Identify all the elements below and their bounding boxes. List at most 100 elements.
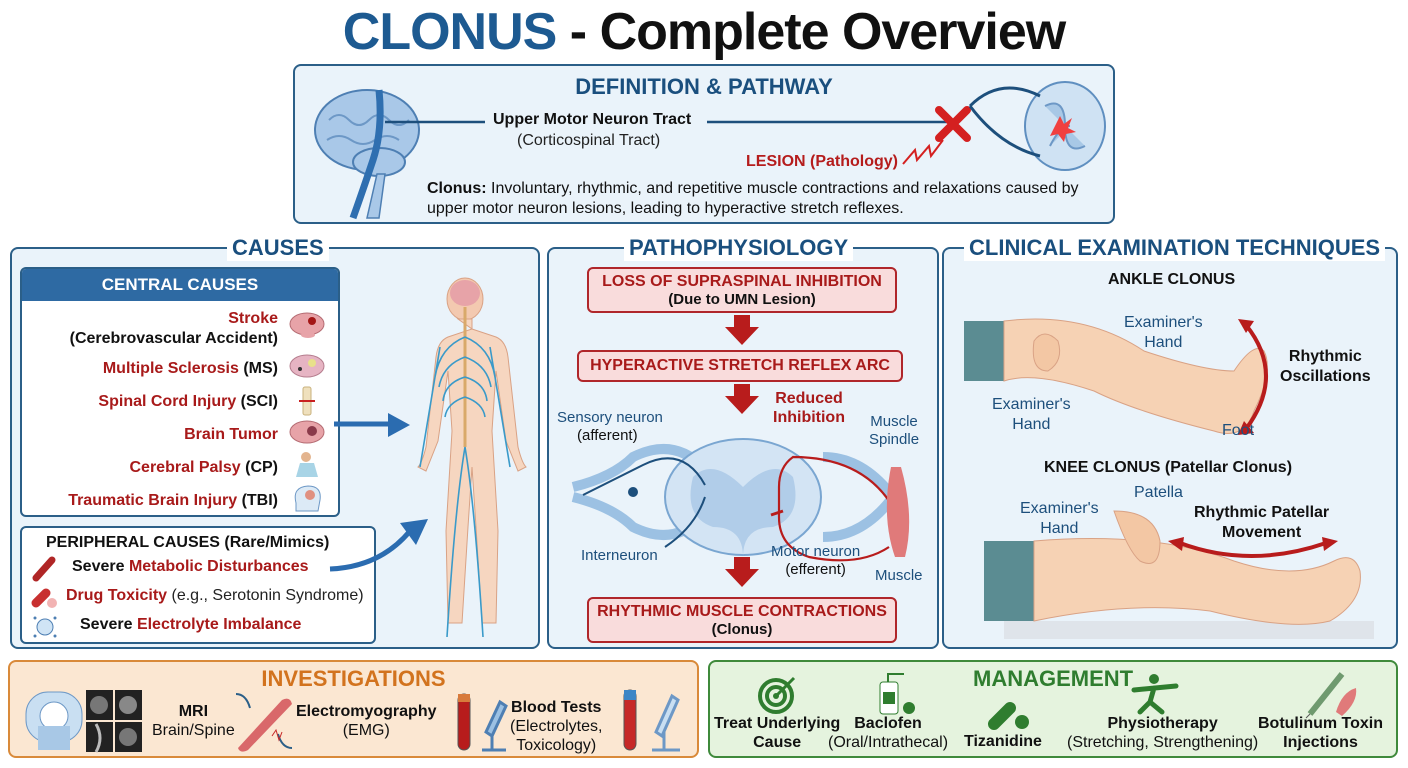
pathophysiology-section: PATHOPHYSIOLOGY LOSS OF SUPRASPINAL INHI… [547,235,939,649]
central-causes-heading: CENTRAL CAUSES [22,269,338,301]
item-sub: Brain/Spine [152,722,235,739]
management-heading: MANAGEMENT [973,666,1134,691]
item-sub: Injections [1283,734,1358,751]
item-title: Blood Tests [511,699,602,716]
peripheral-causes-box: PERIPHERAL CAUSES (Rare/Mimics) Severe M… [20,526,376,644]
item-title: Tizanidine [964,733,1042,750]
brain-ms-icon [289,354,325,378]
child-icon [296,452,318,477]
flow-step-title: RHYTHMIC MUSCLE CONTRACTIONS [597,603,887,620]
item-sub: (Oral/Intrathecal) [828,734,949,751]
page-title: CLONUS - Complete Overview [0,2,1408,62]
label-line: Reduced [775,390,843,407]
blood-tube-microscope-icon [623,689,680,752]
causes-section: CAUSES CENTRAL CAUSES Stroke(Cerebrovasc… [10,235,540,649]
definition-panel: DEFINITION & PATHWAY Upper Motor Neuron … [293,64,1115,224]
item-sub: Cause [753,734,802,751]
item-sub: (Stretching, Strengthening) [1067,734,1259,751]
management-baclofen: Baclofen(Oral/Intrathecal) [828,714,948,752]
test-tube-icon [32,556,56,582]
cause-item: Traumatic Brain Injury (TBI) [68,491,278,511]
cause-item: Multiple Sclerosis (MS) [103,359,278,379]
cause-extra: (CP) [240,459,278,476]
capsule-pill-icon [988,702,1029,730]
blood-tube-microscope-icon [457,693,508,752]
peripheral-causes-heading: PERIPHERAL CAUSES (Rare/Mimics) [46,534,330,551]
umn-tract-label: Upper Motor Neuron Tract [493,111,692,128]
cause-item: Cerebral Palsy (CP) [129,458,278,478]
peripheral-prefix: Severe [72,558,129,575]
cause-extra: (MS) [238,360,278,377]
label-line: Motor neuron [771,543,861,560]
pathophysiology-heading: PATHOPHYSIOLOGY [624,235,854,261]
flow-step-title: HYPERACTIVE STRETCH REFLEX ARC [590,357,890,374]
definition-term: Clonus: [427,180,487,197]
flow-step-title: LOSS OF SUPRASPINAL INHIBITION [602,273,882,290]
motor-neuron-label: Motor neuron(efferent) [771,543,860,579]
investigation-blood-tests: Blood Tests (Electrolytes, Toxicology) [510,698,602,755]
lesion-label: LESION (Pathology) [746,153,898,170]
central-causes-box: CENTRAL CAUSES Stroke(Cerebrovascular Ac… [20,267,340,517]
item-title: Physiotherapy [1107,715,1218,732]
peripheral-name: Electrolyte Imbalance [136,616,302,633]
peripheral-item: Drug Toxicity (e.g., Serotonin Syndrome) [66,587,364,605]
title-accent: CLONUS [342,3,558,61]
cause-name: Brain Tumor [184,426,278,443]
item-sub: Toxicology) [516,737,597,754]
nervous-system-body-icon [417,277,527,638]
flow-step-sub: (Clonus) [711,621,773,638]
ion-icon [33,616,57,638]
flow-step-rhythmic-contractions: RHYTHMIC MUSCLE CONTRACTIONS(Clonus) [587,597,897,643]
item-sub: (Electrolytes, [510,718,603,735]
cause-item: Brain Tumor [184,425,278,445]
clinical-exam-heading: CLINICAL EXAMINATION TECHNIQUES [964,235,1386,261]
investigations-heading: INVESTIGATIONS [261,666,446,691]
tract-line-right [707,120,947,124]
peripheral-suffix: (e.g., Serotonin Syndrome) [167,587,364,604]
label-line: Movement [1222,524,1302,541]
cause-item: Spinal Cord Injury (SCI) [98,392,278,412]
label-line: (efferent) [785,561,846,578]
cause-name: Spinal Cord Injury [98,393,237,410]
cause-extra: (TBI) [237,492,278,509]
label-line: Examiner's [1124,314,1203,331]
brain-tumor-icon [289,420,325,444]
cause-item: Stroke(Cerebrovascular Accident) [70,309,278,349]
arrow-peripheral-to-body [329,519,428,572]
foot-label: Foot [1222,422,1255,439]
mri-images-icon [86,690,142,753]
label-line: Sensory neuron [557,409,663,426]
down-arrow-icon [725,557,759,587]
brain-stroke-icon [289,312,325,338]
spine-icon [299,386,315,416]
peripheral-name: Metabolic Disturbances [128,558,309,575]
patella-label: Patella [1134,484,1183,501]
management-tizanidine: Tizanidine [964,732,1042,751]
title-rest: - Complete Overview [556,3,1066,61]
label-line: Examiner's [1020,500,1099,517]
patellar-movement-arrow-icon [1168,537,1338,558]
spinal-cord-reflex-arc-diagram [571,438,910,562]
down-arrow-icon [725,384,759,414]
sensory-neuron-label: Sensory neuron(afferent) [557,409,663,445]
target-icon [758,676,796,714]
label-line: Hand [1144,334,1183,351]
definition-heading: DEFINITION & PATHWAY [575,74,833,99]
syringe-muscle-icon [1305,672,1357,719]
peripheral-item: Severe Electrolyte Imbalance [80,616,301,634]
flow-step-hyperactive-reflex: HYPERACTIVE STRETCH REFLEX ARC [577,350,903,382]
cause-name: Traumatic Brain Injury [68,492,238,509]
flow-step-loss-inhibition: LOSS OF SUPRASPINAL INHIBITION(Due to UM… [587,267,897,313]
label-line: Oscillations [1280,368,1371,385]
cause-name: Cerebral Palsy [129,459,241,476]
head-injury-icon [294,485,321,512]
label-line: Rhythmic [1288,348,1362,365]
